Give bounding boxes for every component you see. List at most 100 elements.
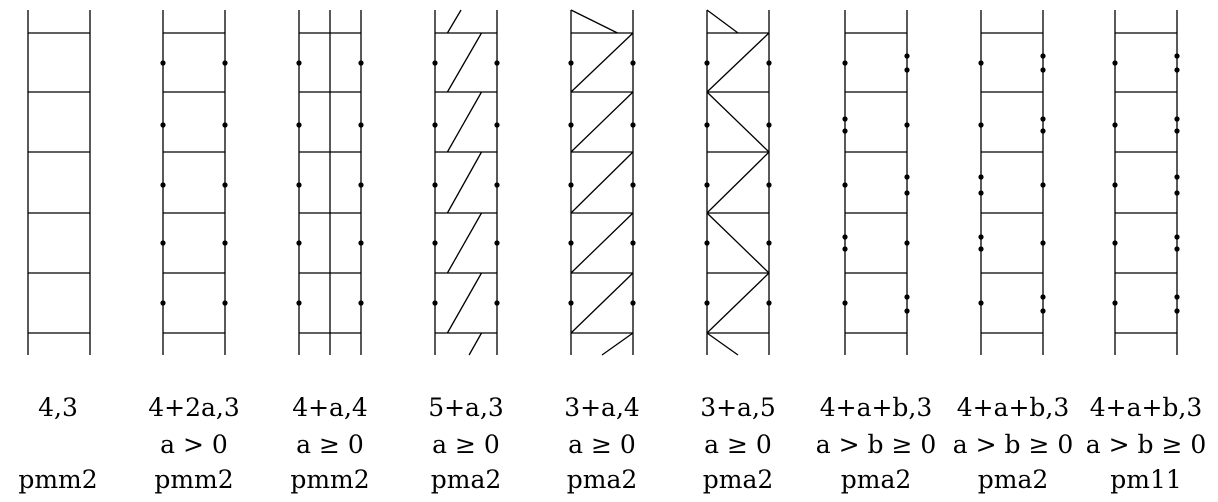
ladder-3 bbox=[296, 10, 364, 355]
group-6: pma2 bbox=[703, 465, 774, 494]
diagonal-segment bbox=[570, 32, 634, 93]
right-dot bbox=[358, 182, 364, 188]
right-dot bbox=[630, 240, 636, 246]
right-dot bbox=[222, 122, 228, 128]
left-dot bbox=[160, 240, 166, 246]
right-dot bbox=[1040, 294, 1046, 300]
right-dot bbox=[1040, 67, 1046, 73]
right-dot bbox=[1040, 53, 1046, 59]
condition-8: a > b ≥ 0 bbox=[953, 430, 1074, 459]
left-dot bbox=[568, 182, 574, 188]
left-dot bbox=[160, 182, 166, 188]
formula-5: 3+a,4 bbox=[564, 393, 640, 422]
diagonal-segment bbox=[706, 32, 770, 93]
right-dot bbox=[1174, 234, 1180, 240]
group-7: pma2 bbox=[841, 465, 912, 494]
right-dot bbox=[358, 240, 364, 246]
left-dot bbox=[978, 122, 984, 128]
left-dot bbox=[978, 300, 984, 306]
left-dot bbox=[568, 122, 574, 128]
right-dot bbox=[766, 300, 772, 306]
right-dot bbox=[904, 308, 910, 314]
left-dot bbox=[704, 122, 710, 128]
formula-2: 4+2a,3 bbox=[148, 393, 240, 422]
left-dot bbox=[568, 300, 574, 306]
condition-4: a ≥ 0 bbox=[432, 430, 500, 459]
right-dot bbox=[358, 60, 364, 66]
right-dot bbox=[630, 122, 636, 128]
ladder-8 bbox=[978, 10, 1046, 355]
left-dot bbox=[1112, 60, 1118, 66]
right-dot bbox=[1174, 174, 1180, 180]
right-dot bbox=[494, 300, 500, 306]
ladder-6 bbox=[704, 9, 772, 356]
group-8: pma2 bbox=[978, 465, 1049, 494]
formula-8: 4+a+b,3 bbox=[957, 393, 1070, 422]
right-dot bbox=[904, 67, 910, 73]
group-5: pma2 bbox=[567, 465, 638, 494]
right-dot bbox=[904, 174, 910, 180]
right-dot bbox=[222, 60, 228, 66]
left-dot bbox=[842, 128, 848, 134]
left-dot bbox=[1112, 182, 1118, 188]
right-dot bbox=[1174, 190, 1180, 196]
right-dot bbox=[358, 122, 364, 128]
group-1: pmm2 bbox=[18, 465, 97, 494]
left-dot bbox=[704, 182, 710, 188]
ladder-7 bbox=[842, 10, 910, 355]
right-dot bbox=[630, 60, 636, 66]
diagonal-segment bbox=[446, 212, 483, 274]
left-dot bbox=[978, 174, 984, 180]
left-dot bbox=[296, 122, 302, 128]
left-dot bbox=[160, 300, 166, 306]
left-dot bbox=[296, 182, 302, 188]
formula-1: 4,3 bbox=[38, 393, 78, 422]
right-dot bbox=[1174, 67, 1180, 73]
right-dot bbox=[1040, 116, 1046, 122]
formula-9: 4+a+b,3 bbox=[1090, 393, 1203, 422]
right-dot bbox=[766, 182, 772, 188]
right-dot bbox=[222, 300, 228, 306]
left-dot bbox=[296, 300, 302, 306]
condition-9: a > b ≥ 0 bbox=[1086, 430, 1207, 459]
diagonal-segment bbox=[706, 151, 770, 214]
left-dot bbox=[160, 60, 166, 66]
right-dot bbox=[1174, 294, 1180, 300]
left-dot bbox=[978, 60, 984, 66]
diagonal-segment bbox=[446, 32, 483, 93]
diagonal-segment bbox=[706, 9, 739, 34]
left-dot bbox=[1112, 122, 1118, 128]
left-dot bbox=[842, 60, 848, 66]
ladder-9 bbox=[1112, 10, 1180, 355]
formula-7: 4+a+b,3 bbox=[820, 393, 933, 422]
condition-5: a ≥ 0 bbox=[568, 430, 636, 459]
diagonal-segment bbox=[706, 332, 739, 356]
right-dot bbox=[358, 300, 364, 306]
diagonal-segment bbox=[446, 9, 462, 34]
group-4: pma2 bbox=[431, 465, 502, 494]
left-dot bbox=[432, 240, 438, 246]
left-dot bbox=[842, 300, 848, 306]
left-dot bbox=[704, 240, 710, 246]
left-dot bbox=[432, 60, 438, 66]
condition-2: a > 0 bbox=[160, 430, 228, 459]
right-dot bbox=[1040, 182, 1046, 188]
right-dot bbox=[1174, 128, 1180, 134]
left-dot bbox=[842, 246, 848, 252]
left-dot bbox=[842, 116, 848, 122]
right-dot bbox=[904, 294, 910, 300]
diagonal-segment bbox=[706, 91, 770, 153]
right-dot bbox=[494, 240, 500, 246]
diagonal-segment bbox=[446, 272, 483, 334]
condition-7: a > b ≥ 0 bbox=[816, 430, 937, 459]
right-dot bbox=[1174, 53, 1180, 59]
left-dot bbox=[432, 300, 438, 306]
diagonal-segment bbox=[446, 151, 483, 214]
right-dot bbox=[904, 53, 910, 59]
right-dot bbox=[630, 300, 636, 306]
diagonal-segment bbox=[446, 91, 483, 153]
left-dot bbox=[432, 122, 438, 128]
left-dot bbox=[568, 240, 574, 246]
left-dot bbox=[432, 182, 438, 188]
